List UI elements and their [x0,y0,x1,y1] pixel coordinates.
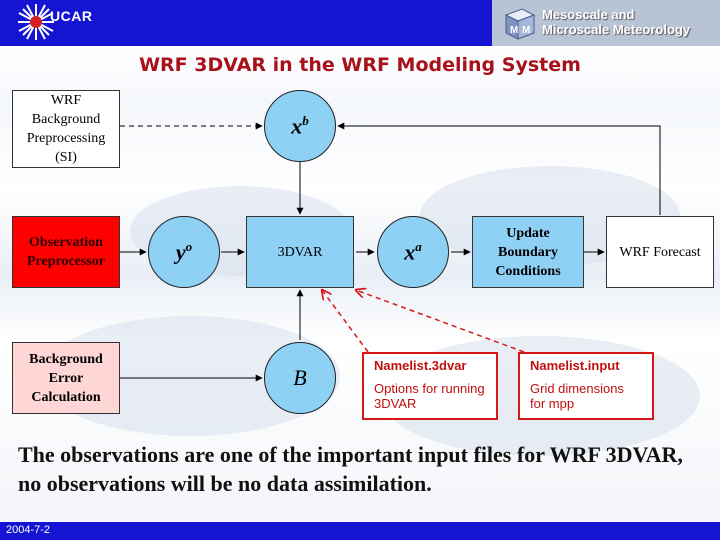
mmm-label-line1: Mesoscale and [542,7,635,22]
arrow-forecast-to-xb [337,122,661,215]
namelist-input-note: Namelist.input Grid dimensions for mpp [518,352,654,420]
obs-pre-line1: Observation [29,235,103,250]
3dvar-box: 3DVAR [246,216,354,288]
mmm-logo-panel: M M Mesoscale and Microscale Meteorology [492,0,720,46]
obs-pre-line2: Preprocessor [26,254,105,269]
caption-text: The observations are one of the importan… [18,442,683,496]
b-label: B [293,365,307,390]
mmm-label: Mesoscale and Microscale Meteorology [542,7,690,37]
footer-date: 2004-7-2 [6,524,51,536]
header-bar: UCAR M M Mesoscale and Microscale Meteor… [0,0,720,46]
wrf-si-line1: WRF [50,93,82,108]
wrf-si-line3: Preprocessing [26,131,106,146]
xb-node: xb [264,90,336,162]
bg-error-line2: Error [48,370,84,386]
namelist-3dvar-body: Options for running 3DVAR [374,381,485,411]
bg-error-line3: Calculation [31,389,101,405]
ucar-label: UCAR [50,8,93,24]
footer-bar: 2004-7-2 [0,522,720,540]
arrow-namelist3dvar-to-3dvar [322,290,369,353]
xa-label: xa [404,238,422,265]
namelist-3dvar-title: Namelist.3dvar [374,358,467,373]
ucar-starburst-icon [18,4,54,40]
yo-node: yo [148,216,220,288]
namelist-3dvar-note: Namelist.3dvar Options for running 3DVAR [362,352,498,420]
mmm-cube-icon: M M [504,8,536,40]
xa-node: xa [377,216,449,288]
wrf-si-line4: (SI) [55,150,77,165]
update-boundary-box: Update Boundary Conditions [472,216,584,288]
wrf-si-box: WRF Background Preprocessing (SI) [12,90,120,168]
wrf-forecast-box: WRF Forecast [606,216,714,288]
wrf-forecast-label: WRF Forecast [619,244,701,260]
update-bc-line3: Conditions [495,263,561,279]
3dvar-label: 3DVAR [277,244,323,260]
namelist-input-title: Namelist.input [530,358,620,373]
mmm-label-line2: Microscale Meteorology [542,22,691,37]
update-bc-line2: Boundary [498,244,558,260]
b-node: B [264,342,336,414]
observation-preprocessor-box: Observation Preprocessor [12,216,120,288]
arrow-namelistinput-to-3dvar [356,290,525,353]
svg-text:M: M [522,25,530,36]
background-error-box: Background Error Calculation [12,342,120,414]
page-title: WRF 3DVAR in the WRF Modeling System [139,54,581,76]
update-bc-line1: Update [506,225,550,241]
yo-label: yo [175,238,193,265]
svg-text:M: M [510,25,518,36]
xb-label: xb [291,112,309,139]
bg-error-line1: Background [29,351,103,367]
wrf-si-line2: Background [31,112,101,127]
namelist-input-body: Grid dimensions for mpp [530,381,624,411]
